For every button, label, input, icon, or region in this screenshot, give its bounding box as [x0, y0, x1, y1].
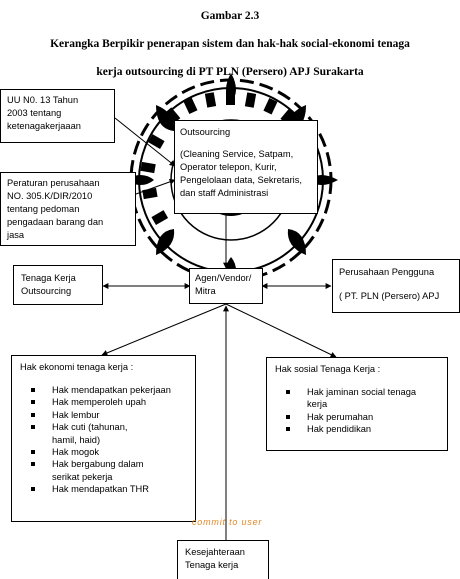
figure-number: Gambar 2.3	[200, 10, 260, 22]
hak-ekonomi-box: Hak ekonomi tenaga kerja : Hak mendapatk…	[11, 355, 196, 522]
agen-line: Mitra	[195, 286, 216, 296]
list-item: Hak mendapatkan THR	[20, 483, 187, 495]
list-item: Hak pendidikan	[275, 423, 439, 435]
pengguna-title: Perusahaan Pengguna	[339, 267, 435, 277]
hak-sosial-box: Hak sosial Tenaga Kerja : Hak jaminan so…	[266, 357, 448, 451]
hak-ekonomi-list: Hak mendapatkan pekerjaan Hak memperoleh…	[20, 384, 187, 496]
figure-title-line-2: kerja outsourcing di PT PLN (Persero) AP…	[96, 66, 364, 78]
list-item: Hak mogok	[20, 446, 187, 458]
peraturan-line: Peraturan perusahaan	[7, 178, 100, 188]
tenaga-line: Outsourcing	[21, 286, 72, 296]
peraturan-line: NO. 305.K/DIR/2010	[7, 191, 93, 201]
outsourcing-line: (Cleaning Service, Satpam,	[180, 149, 294, 159]
list-item: Hak perumahan	[275, 411, 439, 423]
peraturan-line: tentang pedoman	[7, 204, 80, 214]
uu-box: UU N0. 13 Tahun 2003 tentang ketenagaker…	[0, 89, 115, 143]
uu-line: UU N0. 13 Tahun	[7, 95, 79, 105]
list-item: Hak cuti (tahunan, hamil, haid)	[20, 421, 152, 446]
hak-sosial-title: Hak sosial Tenaga Kerja :	[275, 364, 381, 374]
agen-line: Agen/Vendor/	[195, 273, 252, 283]
kesejahteraan-line: Tenaga kerja	[185, 560, 239, 570]
list-item: Hak mendapatkan pekerjaan	[20, 384, 187, 396]
outsourcing-line: Pengelolaan data, Sekretaris,	[180, 175, 302, 185]
outsourcing-line: Operator telepon, Kurir,	[180, 162, 277, 172]
list-item: Hak bergabung dalam serikat pekerja	[20, 458, 152, 483]
outsourcing-box: Outsourcing (Cleaning Service, Satpam, O…	[174, 120, 318, 214]
perusahaan-pengguna-box: Perusahaan Pengguna ( PT. PLN (Persero) …	[332, 259, 460, 313]
hak-sosial-list: Hak jaminan social tenaga kerja Hak peru…	[275, 386, 439, 436]
peraturan-line: pengadaan barang dan	[7, 217, 104, 227]
list-item: Hak jaminan social tenaga kerja	[275, 386, 425, 411]
arrow-peraturan-to-outsourcing	[135, 179, 176, 195]
uu-line: 2003 tentang	[7, 108, 62, 118]
tenaga-kerja-box: Tenaga Kerja Outsourcing	[13, 265, 103, 305]
peraturan-line: jasa	[7, 230, 25, 240]
agen-vendor-mitra-box: Agen/Vendor/ Mitra	[189, 268, 263, 304]
tenaga-line: Tenaga Kerja	[21, 273, 76, 283]
list-item: Hak memperoleh upah	[20, 396, 187, 408]
outsourcing-line: dan staff Administrasi	[180, 188, 269, 198]
peraturan-box: Peraturan perusahaan NO. 305.K/DIR/2010 …	[0, 172, 136, 246]
commit-to-user-watermark: commit to user	[192, 517, 263, 527]
arrow-agen-to-sosial	[225, 303, 337, 358]
kesejahteraan-box: Kesejahteraan Tenaga kerja	[177, 540, 269, 579]
arrow-agen-to-ekonomi	[101, 303, 227, 356]
kesejahteraan-line: Kesejahteraan	[185, 547, 245, 557]
uu-line: ketenagakerjaaan	[7, 121, 81, 131]
outsourcing-title: Outsourcing	[180, 127, 231, 137]
arrow-uu-to-outsourcing	[114, 117, 176, 167]
hak-ekonomi-title: Hak ekonomi tenaga kerja :	[20, 362, 134, 372]
pengguna-sub: ( PT. PLN (Persero) APJ	[339, 291, 440, 301]
list-item: Hak lembur	[20, 409, 187, 421]
figure-title-line-1: Kerangka Berpikir penerapan sistem dan h…	[50, 38, 410, 50]
